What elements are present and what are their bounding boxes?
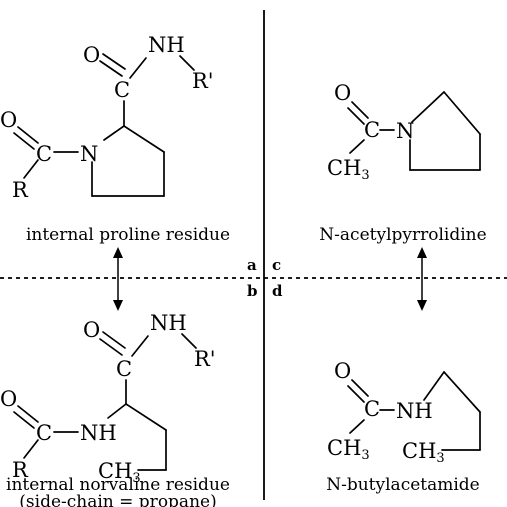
atom-oxygen-acyl: O: [0, 108, 17, 132]
caption-norvaline-sidechain: (side-chain = propane): [19, 492, 216, 507]
atom-methyl-sidechain: CH3: [98, 459, 141, 486]
atom-carbon-acyl: C: [36, 142, 52, 166]
structure-butylacetamide: O C CH3 NH CH3: [327, 359, 481, 466]
atom-oxygen-d: O: [334, 359, 351, 383]
structure-acetylpyrrolidine: O C CH3 N: [327, 81, 481, 183]
caption-acetylpyrrolidine: N-acetylpyrrolidine: [319, 225, 486, 245]
atom-r-prime: R': [192, 69, 214, 93]
atom-carbon-acyl-b: C: [36, 421, 52, 445]
double-arrow-right: [417, 247, 427, 311]
structure-norvaline: O C NH R' CH3 NH C O R: [0, 311, 216, 486]
structure-proline: O C NH R' N C O R: [0, 33, 214, 202]
atom-carbon-upper-b: C: [116, 357, 132, 381]
atom-methyl-butyl-d: CH3: [402, 439, 445, 466]
atom-oxygen-acetyl: O: [334, 81, 351, 105]
caption-norvaline: internal norvaline residue: [6, 475, 230, 495]
atom-carbon-d: C: [364, 397, 380, 421]
atom-r: R: [12, 178, 29, 202]
atom-amide-nh: NH: [148, 33, 185, 57]
caption-butylacetamide: N-butylacetamide: [326, 475, 480, 495]
atom-nitrogen-ring: N: [80, 142, 98, 166]
atom-carbon-acetyl: C: [364, 118, 380, 142]
quadrant-label-b: b: [247, 282, 258, 300]
atom-nitrogen-pyrrolidine: N: [396, 119, 414, 143]
atom-r-prime-b: R': [194, 347, 216, 371]
atom-amide-nh-backbone: NH: [80, 421, 117, 445]
quadrant-label-c: c: [272, 256, 281, 274]
atom-amide-nh-b: NH: [150, 311, 187, 335]
double-arrow-left: [113, 247, 123, 311]
quadrant-label-d: d: [272, 282, 283, 300]
atom-methyl-acetyl: CH3: [327, 156, 370, 183]
caption-proline: internal proline residue: [26, 225, 230, 245]
atom-r-b: R: [12, 458, 29, 482]
atom-oxygen-upper-b: O: [83, 318, 100, 342]
atom-oxygen-acyl-b: O: [0, 387, 17, 411]
quadrant-label-a: a: [247, 256, 257, 274]
atom-oxygen-upper: O: [83, 43, 100, 67]
atom-amide-nh-d: NH: [396, 399, 433, 423]
atom-methyl-acetyl-d: CH3: [327, 436, 370, 463]
atom-carbon-upper: C: [114, 78, 130, 102]
